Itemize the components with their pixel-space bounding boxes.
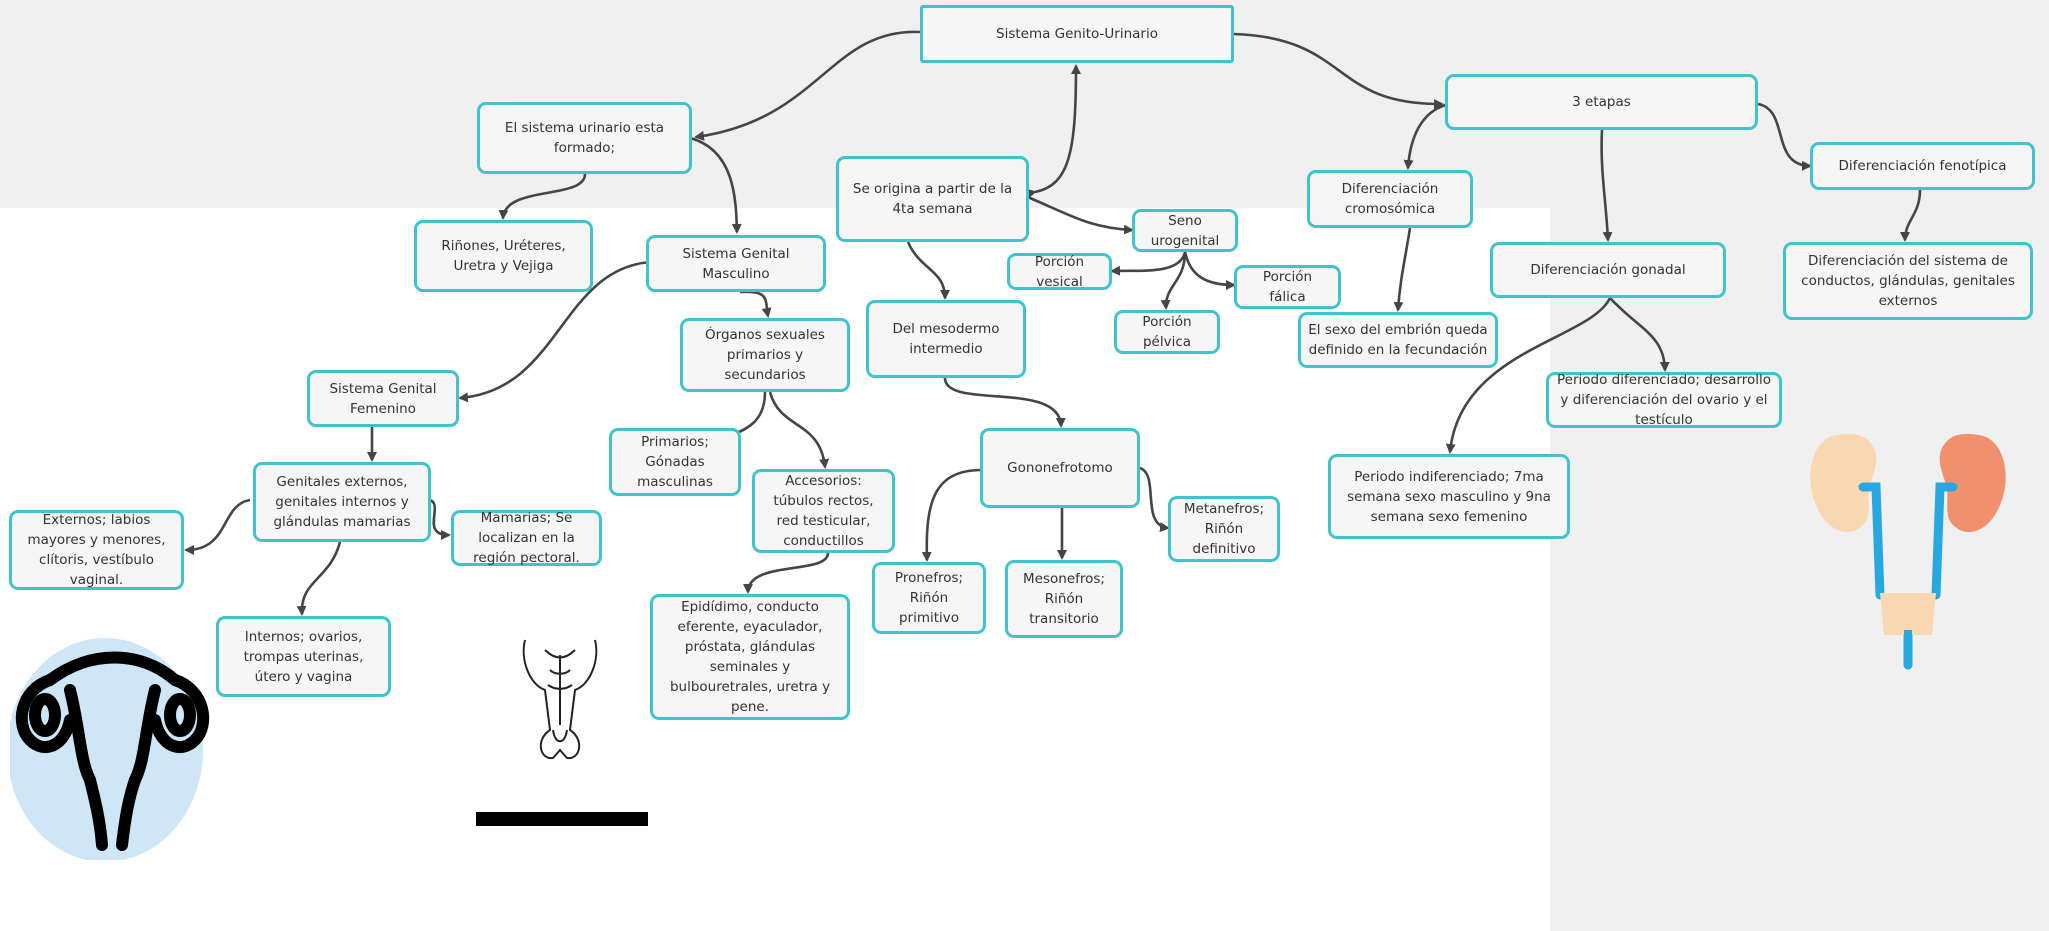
node-fem-internos[interactable]: Internos; ovarios, trompas uterinas, úte… <box>216 616 391 697</box>
node-fem-genitales[interactable]: Genitales externos, genitales internos y… <box>253 462 431 542</box>
connector-etapas-gonadal <box>1600 129 1613 242</box>
connector-masculino-organos <box>739 290 772 318</box>
connector-seno-vesical <box>1110 251 1187 276</box>
connector-gon-metanefros <box>1139 466 1170 533</box>
connector-origen-root <box>1026 64 1081 199</box>
node-gonadal[interactable]: Diferenciación gonadal <box>1490 242 1726 298</box>
connector-mesodermo-gononefrotomo <box>943 377 1066 428</box>
connector-etapas-cromosomica <box>1403 97 1459 170</box>
node-cromosomica[interactable]: Diferenciación cromosómica <box>1307 170 1473 228</box>
connector-seno-falica <box>1183 251 1236 290</box>
node-pelvica[interactable]: Porción pélvica <box>1114 310 1220 354</box>
connector-origen-mesodermo <box>906 241 950 300</box>
connector-genitales-internos <box>296 541 342 616</box>
connector-root-urinario <box>694 30 921 141</box>
connector-gonadal-indif <box>1445 297 1612 454</box>
node-dif-sistema[interactable]: Diferenciación del sistema de conductos,… <box>1783 242 2033 320</box>
node-masculino[interactable]: Sistema Genital Masculino <box>646 235 826 292</box>
node-falica[interactable]: Porción fálica <box>1234 265 1341 309</box>
node-accesorios[interactable]: Accesorios: túbulos rectos, red testicul… <box>752 469 895 553</box>
connector-root-etapas <box>1233 32 1444 110</box>
connector-masculino-femenino <box>458 260 651 403</box>
node-urinario[interactable]: El sistema urinario esta formado; <box>477 102 692 174</box>
background-right <box>1550 208 2049 931</box>
male-icon-caption-bar <box>476 812 648 826</box>
node-periodo-indif[interactable]: Periodo indiferenciado; 7ma semana sexo … <box>1328 454 1570 539</box>
node-mesodermo[interactable]: Del mesodermo intermedio <box>866 300 1026 378</box>
node-sexo-embrion[interactable]: El sexo del embrión queda definido en la… <box>1298 312 1498 368</box>
node-primarios[interactable]: Primarios; Gónadas masculinas <box>609 428 741 496</box>
node-gononefrotomo[interactable]: Gononefrotomo <box>980 428 1140 508</box>
node-mesonefros[interactable]: Mesonefros; Riñón transitorio <box>1005 560 1123 638</box>
node-fenotipica[interactable]: Diferenciación fenotípica <box>1810 142 2035 190</box>
node-pronefros[interactable]: Pronefros; Riñón primitivo <box>872 562 986 634</box>
male-reproductive-icon <box>522 639 598 760</box>
node-fem-externos[interactable]: Externos; labios mayores y menores, clít… <box>9 510 184 590</box>
connector-gonadal-dif <box>1609 297 1670 372</box>
connector-accesorios-epididimo <box>743 552 830 594</box>
uterus-icon <box>10 638 210 860</box>
connector-genitales-mamarias <box>429 498 451 540</box>
connector-organos-accesorios <box>768 391 830 469</box>
node-seno[interactable]: Seno urogenital <box>1132 209 1238 252</box>
node-organos-urinarios[interactable]: Riñones, Uréteres, Uretra y Vejiga <box>414 220 593 292</box>
node-epididimo[interactable]: Epidídimo, conducto eferente, eyaculador… <box>650 594 850 720</box>
connector-urinario-organos <box>498 173 587 220</box>
connector-origen-seno <box>1020 190 1134 235</box>
node-fem-mamarias[interactable]: Mamarias; Se localizan en la región pect… <box>451 510 602 566</box>
node-root[interactable]: Sistema Genito-Urinario <box>920 5 1234 63</box>
connector-cromosomica-sexo <box>1393 227 1412 312</box>
connector-genitales-externos <box>184 498 251 555</box>
connector-gon-pronefros <box>921 468 983 562</box>
connector-seno-pelvica <box>1160 251 1187 310</box>
kidneys-icon <box>1810 433 2006 670</box>
connector-fenotipica-sistema <box>1900 189 1922 242</box>
node-origen[interactable]: Se origina a partir de la 4ta semana <box>836 156 1029 242</box>
connector-etapas-fenotipica <box>1757 102 1812 171</box>
node-etapas[interactable]: 3 etapas <box>1445 74 1758 130</box>
node-vesical[interactable]: Porción vesical <box>1007 253 1112 290</box>
node-metanefros[interactable]: Metanefros; Riñón definitivo <box>1168 496 1280 562</box>
node-periodo-dif[interactable]: Periodo diferenciado; desarrollo y difer… <box>1546 372 1782 428</box>
connector-urinario-masculino <box>689 136 742 234</box>
node-femenino[interactable]: Sistema Genital Femenino <box>307 370 459 427</box>
node-organos-sexuales[interactable]: Órganos sexuales primarios y secundarios <box>680 318 850 392</box>
